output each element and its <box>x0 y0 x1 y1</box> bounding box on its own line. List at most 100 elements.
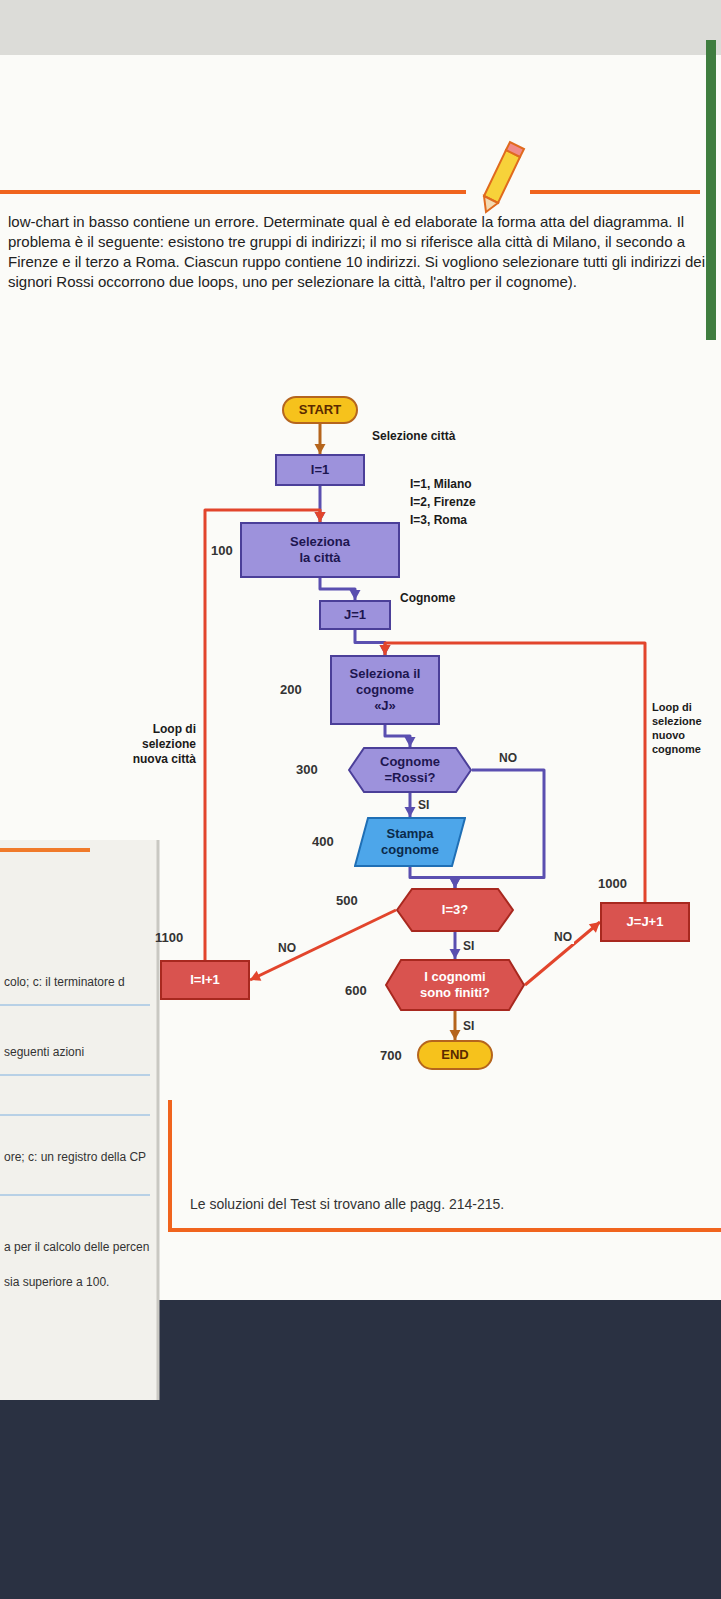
callout-number: 700 <box>380 1048 402 1064</box>
connector-line <box>250 910 396 980</box>
arrowhead <box>450 949 461 959</box>
process-box: Seleziona il cognome «J» <box>330 655 440 725</box>
flow-connector <box>315 486 326 522</box>
process-box: J=J+1 <box>600 902 690 942</box>
callout-number: 300 <box>296 762 318 778</box>
node-text: I cognomi sono finiti? <box>413 969 497 1001</box>
callout-number: 200 <box>280 682 302 698</box>
hexagon-shape <box>386 960 524 1010</box>
loop-label: Loop di selezione nuovo cognome <box>652 700 714 756</box>
box-shape <box>161 961 249 999</box>
ruled-line <box>0 1195 150 1196</box>
arrowhead <box>250 971 261 981</box>
frame-line <box>168 1100 172 1232</box>
page-fragment: ore; c: un registro della CP <box>4 1150 146 1165</box>
flow-connector <box>410 867 461 888</box>
node-text: J=1 <box>344 607 366 623</box>
flow-connector <box>405 793 416 817</box>
node-text: Stampa cognome <box>373 826 447 858</box>
arrowhead <box>589 922 600 933</box>
frame-line <box>530 190 700 194</box>
node-text: START <box>299 402 341 418</box>
box-shape <box>320 601 390 629</box>
edge-label: SI <box>461 1019 476 1033</box>
page-fragment: a per il calcolo delle percen <box>4 1240 149 1255</box>
callout-number: 1000 <box>598 876 627 892</box>
flow-connector <box>250 910 396 981</box>
callout-number: 500 <box>336 893 358 909</box>
arrowhead <box>405 737 416 747</box>
box-shape <box>601 903 689 941</box>
page-fragment: colo; c: il terminatore d <box>4 975 125 990</box>
arrowhead <box>380 645 391 655</box>
edge-label: NO <box>552 930 574 944</box>
arrowhead <box>380 645 391 655</box>
page-fragment: seguenti azioni <box>4 1045 84 1060</box>
annotation: I=2, Firenze <box>410 494 476 510</box>
output-parallelogram: Stampa cognome <box>354 817 466 867</box>
pill-shape <box>283 397 357 423</box>
page-rule <box>0 848 90 852</box>
arrowhead <box>450 1030 461 1040</box>
annotation: Selezione città <box>372 428 455 444</box>
edge-label: SI <box>416 798 431 812</box>
ruled-line <box>0 1005 150 1006</box>
connector-line <box>410 867 455 888</box>
process-box: Seleziona la città <box>240 522 400 578</box>
terminator-pill: START <box>282 396 358 424</box>
connector-line <box>455 770 544 888</box>
connector-line <box>525 922 600 985</box>
connector-line <box>320 578 355 600</box>
book-edge-strip <box>706 40 716 340</box>
flow-connector <box>450 770 545 888</box>
instruction-text: low-chart in basso contiene un errore. D… <box>8 212 708 292</box>
hexagon-shape <box>349 748 471 792</box>
node-text: END <box>441 1047 468 1063</box>
arrowhead <box>450 878 461 888</box>
edge-label: NO <box>497 751 519 765</box>
decision-hexagon: I cognomi sono finiti? <box>385 959 525 1011</box>
flow-connector <box>525 922 600 985</box>
caption: Le soluzioni del Test si trovano alle pa… <box>190 1195 504 1213</box>
callout-number: 400 <box>312 834 334 850</box>
pill-shape <box>418 1041 492 1069</box>
edge-label: SI <box>461 939 476 953</box>
flow-connector <box>385 725 416 747</box>
callout-number: 600 <box>345 983 367 999</box>
arrowhead <box>315 512 326 522</box>
flow-connector <box>450 932 461 959</box>
pencil-eraser <box>506 142 524 157</box>
arrowhead <box>350 590 361 600</box>
loop-label: Loop di selezione nuova città <box>108 722 196 767</box>
annotation: I=3, Roma <box>410 512 467 528</box>
box-shape <box>241 523 399 577</box>
node-text: Seleziona la città <box>283 534 357 566</box>
terminator-pill: END <box>417 1040 493 1070</box>
annotation: Cognome <box>400 590 455 606</box>
pencil-icon <box>484 142 524 212</box>
annotation: I=1, Milano <box>410 476 472 492</box>
connector-line <box>385 725 410 747</box>
ruled-line <box>0 1075 150 1076</box>
pencil-body <box>484 150 520 203</box>
page-fragment: sia superiore a 100. <box>4 1275 109 1290</box>
process-box: I=1 <box>275 454 365 486</box>
box-shape <box>276 455 364 485</box>
node-text: Cognome =Rossi? <box>373 754 447 786</box>
page-shadow <box>157 840 160 1400</box>
flow-connector <box>315 424 326 454</box>
process-box: I=I+1 <box>160 960 250 1000</box>
ruled-line <box>0 1115 150 1116</box>
node-text: Seleziona il cognome «J» <box>348 666 422 714</box>
frame-line <box>0 190 466 194</box>
flow-connector <box>320 578 361 600</box>
callout-number: 1100 <box>155 930 183 946</box>
frame-line <box>170 1228 721 1232</box>
arrowhead <box>315 444 326 454</box>
node-text: I=3? <box>442 902 468 918</box>
pencil-tip <box>484 196 498 212</box>
edge-label: NO <box>276 941 298 955</box>
decision-hexagon: Cognome =Rossi? <box>348 747 472 793</box>
hexagon-shape <box>397 889 513 931</box>
